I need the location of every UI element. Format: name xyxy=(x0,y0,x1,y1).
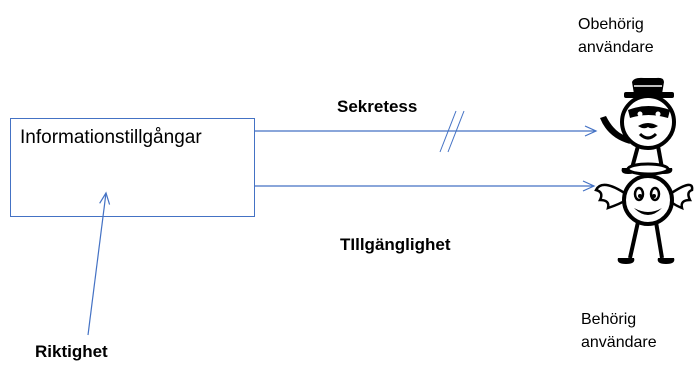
authorized-user-line2: användare xyxy=(581,334,657,352)
unauthorized-user-label: Obehörig användare xyxy=(578,13,654,59)
villain-figure-icon xyxy=(600,77,676,174)
authorized-user-line1: Behörig xyxy=(581,311,637,328)
integrity-arrow xyxy=(87,191,111,336)
blocked-marker xyxy=(439,110,465,153)
information-assets-label: Informationstillgångar xyxy=(20,127,202,148)
angel-figure-icon xyxy=(594,162,694,264)
confidentiality-label: Sekretess xyxy=(337,97,418,116)
unauthorized-user-line2: användare xyxy=(578,39,654,57)
integrity-label: Riktighet xyxy=(35,342,108,361)
information-assets-box xyxy=(10,118,255,217)
unauthorized-user-line1: Obehörig xyxy=(578,16,644,33)
availability-label: TIllgänglighet xyxy=(340,235,451,254)
authorized-user-label: Behörig användare xyxy=(581,308,657,354)
